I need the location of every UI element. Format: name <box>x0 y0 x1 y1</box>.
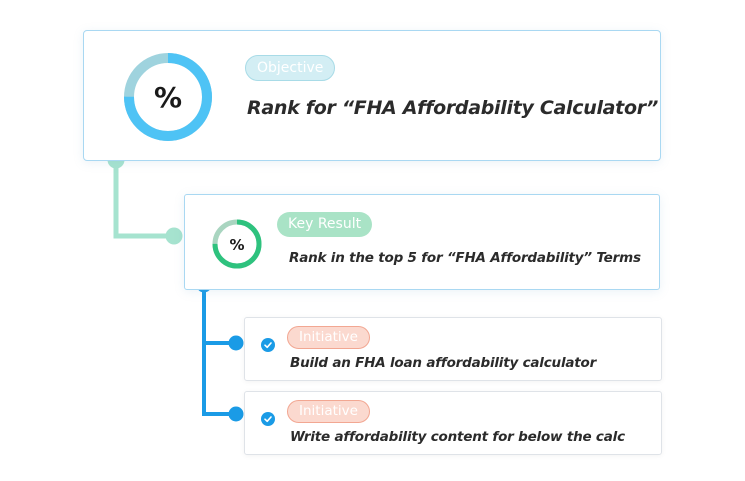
initiative-card[interactable]: Initiative Write affordability content f… <box>244 391 662 455</box>
key-result-title: Rank in the top 5 for “FHA Affordability… <box>289 250 641 266</box>
key-result-card[interactable]: % Key Result Rank in the top 5 for “FHA … <box>184 194 660 290</box>
initiative-title: Write affordability content for below th… <box>290 429 625 445</box>
key-result-badge: Key Result <box>277 212 373 237</box>
objective-badge: Objective <box>245 55 336 81</box>
objective-card[interactable]: % Objective Rank for “FHA Affordability … <box>83 30 661 161</box>
check-circle-icon <box>261 338 275 352</box>
objective-to-kr-connector <box>107 151 183 245</box>
initiative-card[interactable]: Initiative Build an FHA loan affordabili… <box>244 317 662 381</box>
initiative-badge: Initiative <box>287 326 370 349</box>
key-result-percent-symbol: % <box>229 236 244 254</box>
kr-to-initiatives-connector <box>196 277 244 422</box>
objective-title: Rank for “FHA Affordability Calculator” <box>247 97 659 119</box>
initiative-title: Build an FHA loan affordability calculat… <box>290 355 597 371</box>
key-result-progress-ring: % <box>212 219 262 269</box>
objective-percent-symbol: % <box>154 81 182 114</box>
initiative-badge: Initiative <box>287 400 370 423</box>
check-circle-icon <box>261 412 275 426</box>
objective-progress-ring: % <box>124 53 212 141</box>
